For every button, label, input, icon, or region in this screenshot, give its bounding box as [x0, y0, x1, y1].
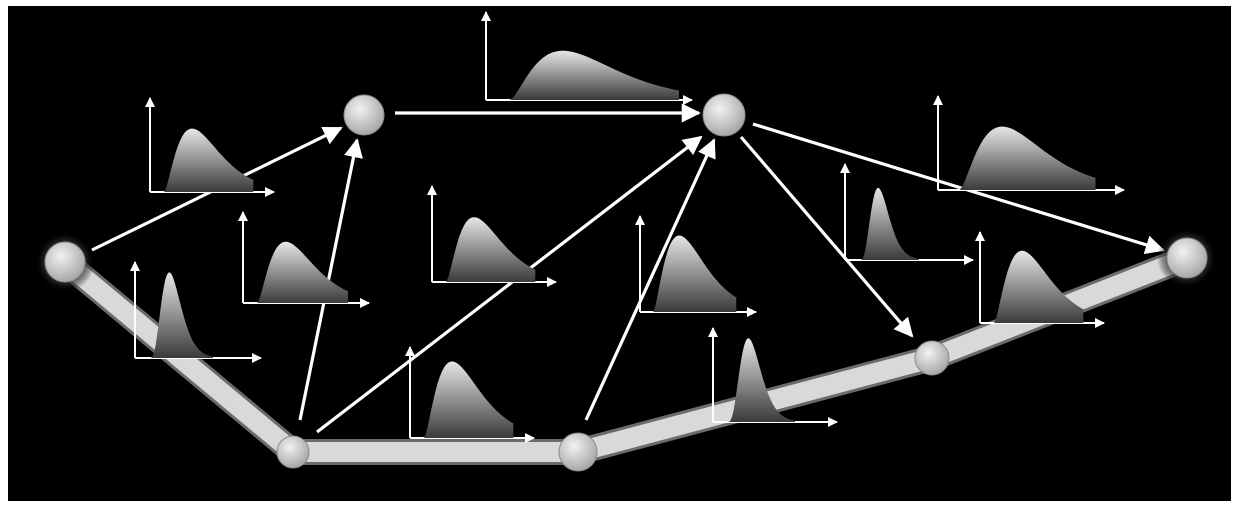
node-sink [1167, 238, 1207, 278]
node-upper-center [703, 94, 745, 136]
node-lower-right [915, 341, 949, 375]
node-source [45, 242, 85, 282]
node-upper-left [344, 95, 384, 135]
node-bottom-center [559, 433, 597, 471]
node-bottom-left [277, 436, 309, 468]
